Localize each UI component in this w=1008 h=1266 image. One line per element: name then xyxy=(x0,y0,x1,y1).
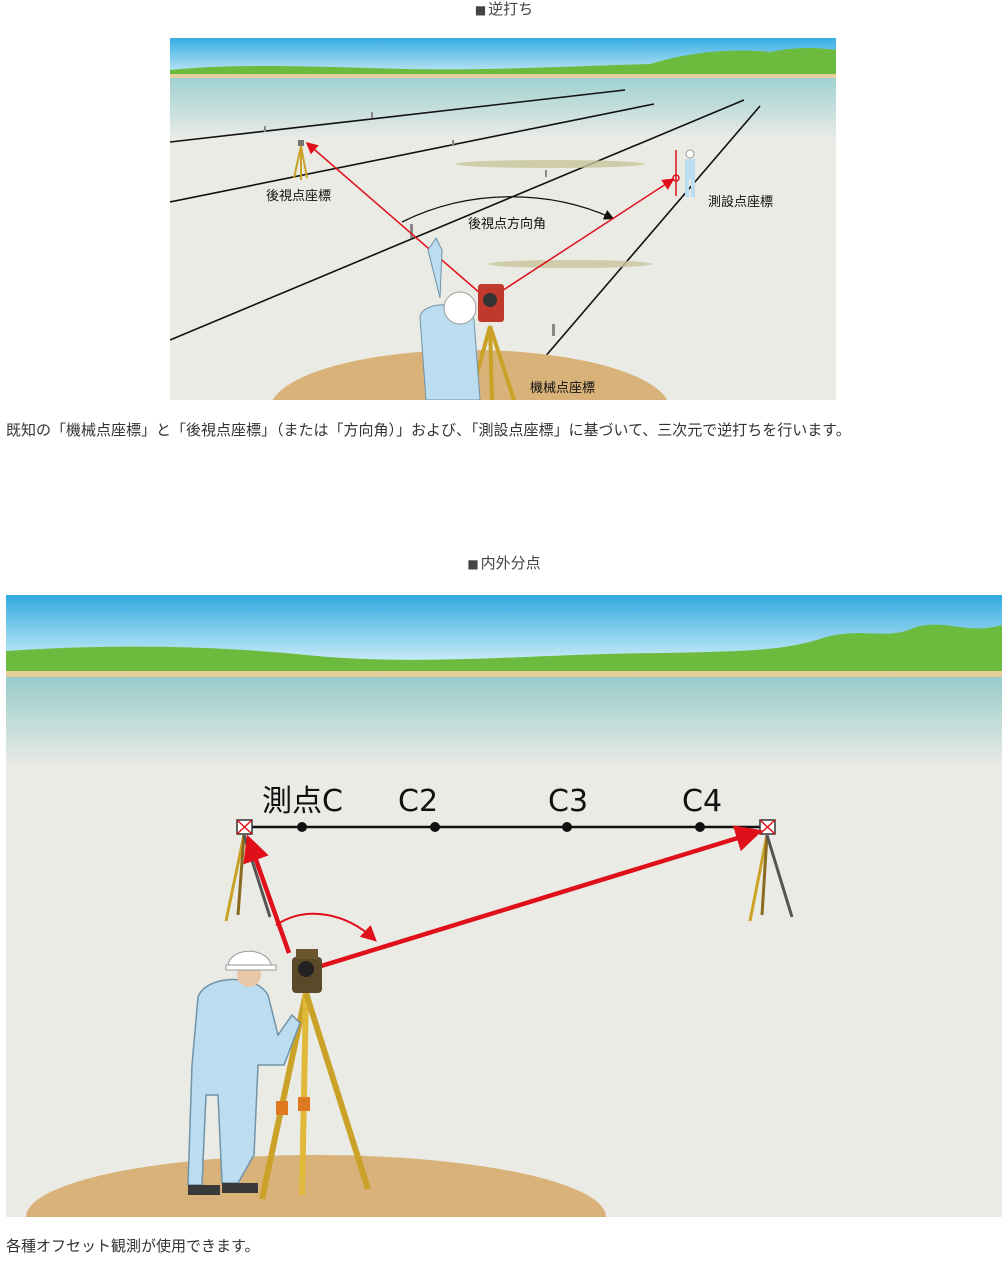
label-point-c: 測点C xyxy=(262,784,343,819)
label-c4: C4 xyxy=(682,784,722,819)
horizon-haze xyxy=(170,78,836,138)
label-c3: C3 xyxy=(548,784,588,819)
section1-description: 既知の「機械点座標」と「後視点座標」（または「方向角）」および、「測設点座標」に… xyxy=(6,421,851,439)
backsight-prism-tripod xyxy=(293,140,308,180)
surveyor xyxy=(187,950,301,1195)
label-direction-angle: 後視点方向角 xyxy=(468,216,546,232)
stakes xyxy=(264,112,555,336)
section1-heading-text: 逆打ち xyxy=(488,0,534,18)
survey-lines xyxy=(170,89,761,400)
section2-description: 各種オフセット観測が使用できます。 xyxy=(6,1237,260,1255)
section2-heading-text: 内外分点 xyxy=(480,554,541,572)
direction-angle-arc xyxy=(401,196,615,223)
square-bullet-icon: ■ xyxy=(474,3,487,17)
sight-arrow-right xyxy=(317,825,763,970)
label-stakeout: 測設点座標 xyxy=(708,194,773,210)
right-prism-tripod xyxy=(748,819,794,922)
total-station xyxy=(259,949,371,1200)
section2-heading: ■内外分点 xyxy=(0,554,1008,573)
surveyor xyxy=(419,237,481,400)
total-station xyxy=(468,284,516,400)
reverse-stakeout-figure: 後視点座標 後視点方向角 測設点座標 機械点座標 xyxy=(170,38,836,400)
ground xyxy=(6,767,1002,1217)
point-c-marker xyxy=(297,822,307,832)
section1-heading: ■逆打ち xyxy=(0,0,1008,19)
label-c2: C2 xyxy=(398,784,438,819)
mound xyxy=(26,1155,606,1217)
horizon-haze xyxy=(6,677,1002,767)
sight-line-backsight xyxy=(305,142,489,301)
sight-arrow-left xyxy=(243,834,292,954)
stakeout-worker xyxy=(672,149,695,197)
point-c2-marker xyxy=(430,822,440,832)
angle-arc xyxy=(275,912,377,942)
label-instrument: 機械点座標 xyxy=(530,381,595,396)
label-backsight: 後視点座標 xyxy=(266,189,331,204)
point-c3-marker xyxy=(562,822,572,832)
point-c4-marker xyxy=(695,822,705,832)
square-bullet-icon: ■ xyxy=(467,557,479,571)
hills xyxy=(170,48,836,78)
sight-line-stakeout xyxy=(487,178,675,301)
interior-exterior-division-figure: 測点C C2 C3 C4 xyxy=(6,595,1002,1217)
hills xyxy=(6,624,1002,675)
